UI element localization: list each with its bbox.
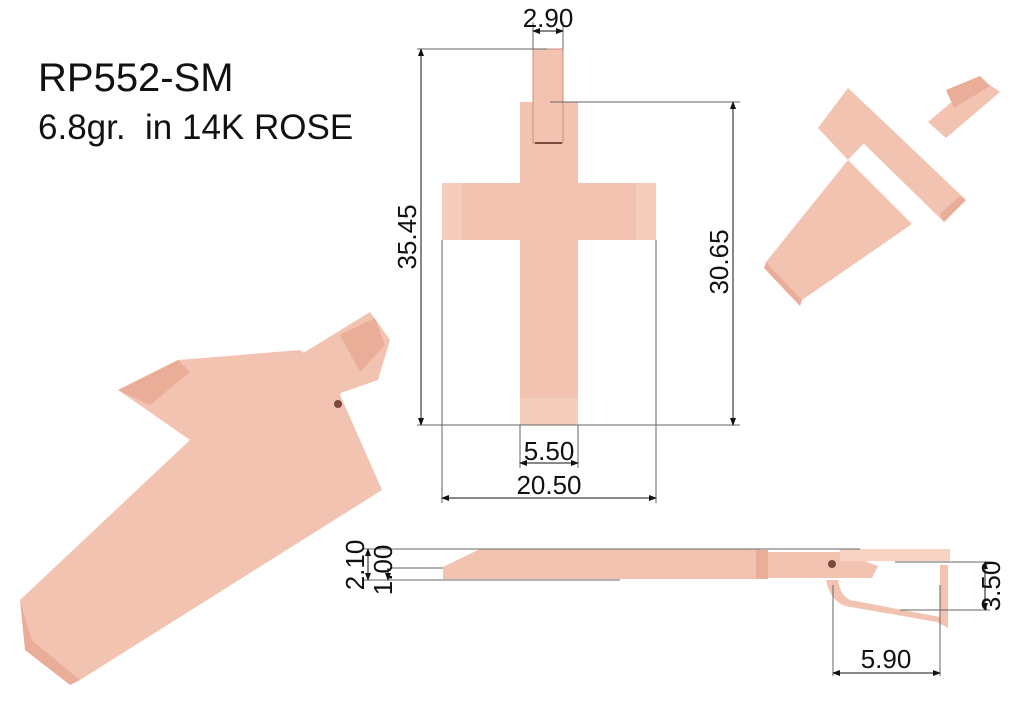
dim-bail-width: 2.90 [523, 3, 574, 33]
dim-total-height: 35.45 [392, 204, 422, 269]
weight-material: 6.8gr. in 14K ROSE [38, 108, 354, 147]
front-view-dimensions: 2.90 35.45 30.65 5.50 20.50 [392, 3, 740, 503]
side-view: 2.10 1.00 3.50 5.90 [340, 540, 1006, 676]
dim-arm-width: 20.50 [516, 470, 581, 500]
dim-cross-height: 30.65 [704, 229, 734, 294]
model-number: RP552-SM [38, 56, 234, 100]
dim-bail-depth: 5.90 [861, 644, 912, 674]
dim-stem-width: 5.50 [524, 436, 575, 466]
dim-thickness-total: 2.10 [340, 540, 370, 591]
dim-thickness-edge: 1.00 [368, 545, 398, 596]
front-view-cross [442, 48, 656, 425]
dim-bail-height: 3.50 [976, 561, 1006, 612]
perspective-view-cross-large [20, 312, 390, 685]
perspective-view-cross-small [764, 76, 1000, 306]
